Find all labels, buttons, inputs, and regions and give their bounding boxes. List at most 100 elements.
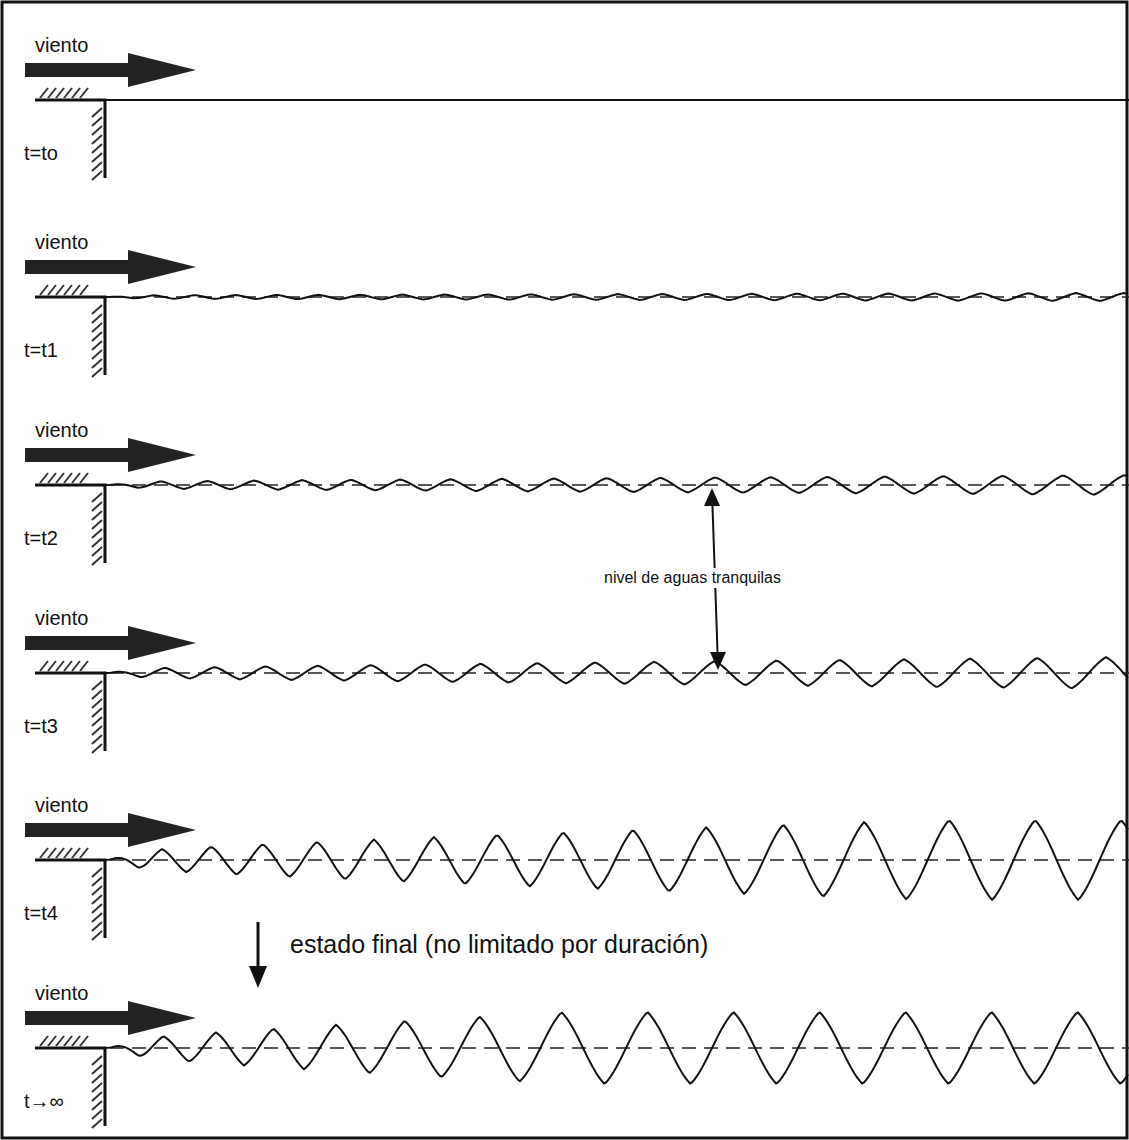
wall-hatch	[92, 135, 102, 144]
wall-hatch	[92, 726, 102, 735]
wall-hatch	[92, 529, 102, 538]
wind-arrow-head	[128, 250, 196, 284]
wall-hatch	[56, 1036, 64, 1046]
wall-hatch	[92, 547, 102, 556]
wind-label: viento	[35, 794, 88, 817]
time-label: t=t2	[24, 527, 58, 550]
wave-row	[25, 813, 1129, 940]
wave-row	[25, 626, 1129, 753]
final-state-arrow	[249, 922, 267, 988]
wall-hatch	[64, 1036, 72, 1046]
wall-hatch	[40, 88, 48, 98]
wall-hatch	[40, 848, 48, 858]
wind-arrow-head	[128, 1001, 196, 1035]
wall-hatch	[72, 473, 80, 483]
wall-hatch	[48, 88, 56, 98]
wall-hatch	[56, 848, 64, 858]
wall	[35, 485, 105, 563]
wall-hatch	[92, 502, 102, 511]
wall-hatch	[92, 717, 102, 726]
wall-hatch	[92, 144, 102, 153]
wall-hatch	[92, 708, 102, 717]
wall-hatch	[92, 1119, 102, 1128]
still-water-level	[110, 1047, 1129, 1049]
wall-hatch	[92, 868, 102, 877]
wall-hatch	[92, 493, 102, 502]
wind-arrow-shaft	[25, 63, 135, 77]
wall-hatch	[80, 473, 88, 483]
wave-profile	[105, 657, 1128, 688]
wind-label: viento	[35, 607, 88, 630]
water-surface	[105, 99, 1129, 101]
wall-hatch	[92, 877, 102, 886]
wall-hatch	[92, 735, 102, 744]
wall-hatch	[80, 285, 88, 295]
wall-hatch	[92, 931, 102, 940]
wind-arrow-head	[128, 438, 196, 472]
wall-hatch	[80, 661, 88, 671]
wall-hatch	[72, 1036, 80, 1046]
wind-label: viento	[35, 34, 88, 57]
wave-row	[25, 53, 1129, 180]
wall-hatch	[92, 1101, 102, 1110]
wave-row	[25, 250, 1129, 377]
still-water-level	[110, 859, 1129, 861]
wind-label: viento	[35, 231, 88, 254]
wall-hatch	[72, 848, 80, 858]
wall-hatch	[92, 153, 102, 162]
wall-hatch	[92, 520, 102, 529]
wall-hatch	[92, 538, 102, 547]
wall-hatch	[92, 359, 102, 368]
wave-profile	[105, 1012, 1128, 1083]
time-label: t=to	[24, 142, 58, 165]
wall-hatch	[80, 848, 88, 858]
wall-hatch	[92, 913, 102, 922]
wind-arrow-head	[128, 626, 196, 660]
wall-hatch	[56, 285, 64, 295]
wall-hatch	[64, 473, 72, 483]
wall-hatch	[92, 368, 102, 377]
wave-profile	[105, 475, 1128, 494]
wall-hatch	[64, 848, 72, 858]
wall-hatch	[92, 323, 102, 332]
wall-hatch	[92, 681, 102, 690]
wall-hatch	[92, 314, 102, 323]
wall	[35, 673, 105, 751]
wall	[35, 297, 105, 375]
wall-hatch	[92, 895, 102, 904]
wall-hatch	[92, 162, 102, 171]
wall-hatch	[48, 473, 56, 483]
wall-hatch	[92, 886, 102, 895]
wall-hatch	[56, 473, 64, 483]
wall-hatch	[40, 285, 48, 295]
wind-arrow-shaft	[25, 823, 135, 837]
wave-row	[25, 1001, 1129, 1128]
wall-hatch	[92, 305, 102, 314]
wall-hatch	[40, 473, 48, 483]
wall-hatch	[48, 285, 56, 295]
wall-hatch	[56, 88, 64, 98]
wall-hatch	[92, 699, 102, 708]
wind-arrow-shaft	[25, 448, 135, 462]
wall	[35, 1048, 105, 1126]
wind-label: viento	[35, 419, 88, 442]
wall-hatch	[92, 744, 102, 753]
wall-hatch	[92, 904, 102, 913]
wind-label: viento	[35, 982, 88, 1005]
wall-hatch	[40, 1036, 48, 1046]
wall-hatch	[72, 661, 80, 671]
wall-hatch	[48, 661, 56, 671]
wave-profile	[105, 293, 1128, 301]
wall-hatch	[92, 1092, 102, 1101]
wall-hatch	[64, 285, 72, 295]
time-label: t=t1	[24, 339, 58, 362]
wall-hatch	[64, 661, 72, 671]
wall-hatch	[80, 1036, 88, 1046]
wall	[35, 860, 105, 938]
time-label: t=t4	[24, 902, 58, 925]
wall-hatch	[92, 556, 102, 565]
wall-hatch	[48, 848, 56, 858]
wall-hatch	[64, 88, 72, 98]
